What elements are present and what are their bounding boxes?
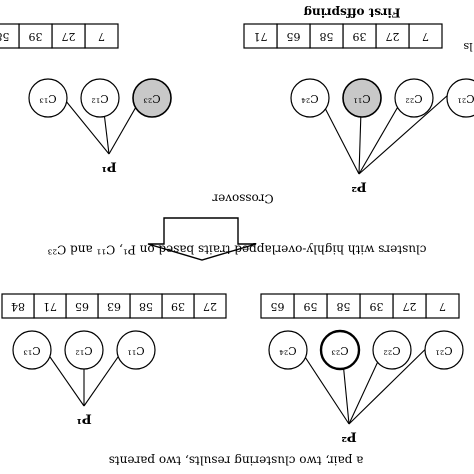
gene-value: 84 [11,300,25,313]
crossover-arrow-shape [147,217,257,261]
caption-middle: clusters with highly-overlapped traits b… [47,243,426,257]
cluster-node [424,330,464,370]
gene-cell [193,293,227,319]
caption-bottom: a pair, two clustering results, two pare… [109,454,364,468]
cluster-node [446,78,474,118]
gene-cell [326,293,361,319]
cluster-label: C²³ [331,344,348,357]
cluster-label: C²² [383,344,400,357]
cluster-label: C¹³ [23,344,40,357]
cluster-node [132,78,172,118]
gene-value: 65 [287,30,301,43]
crossover-label: Crossover [212,192,274,206]
cluster-label: C²⁴ [279,344,297,357]
gene-cell [161,293,195,319]
cluster-label: C²³ [143,92,160,105]
gene-cell [0,23,20,49]
cluster-label: C¹³ [39,92,56,105]
gene-value: 58 [139,300,153,313]
cluster-node [28,78,68,118]
parent-label: P² [351,179,366,194]
cluster-node [64,330,104,370]
gene-value: 71 [43,300,57,313]
gene-value: 65 [75,300,89,313]
cluster-node [80,78,120,118]
gene-cell [408,23,443,49]
first-offspring-label: First offspring [303,6,400,20]
gene-value: 7 [439,300,446,313]
cluster-node [319,329,361,371]
parent-label: P¹ [101,159,116,174]
cluster-label: C²¹ [457,92,474,105]
gene-value: 59 [304,300,318,313]
gene-cell [1,293,35,319]
gene-value: 58 [320,30,334,43]
gene-value: 7 [422,30,429,43]
gene-cell [260,293,295,319]
gene-cell [243,23,278,49]
gene-cell [97,293,131,319]
cluster-label: C¹² [91,92,108,105]
gene-value: 58 [337,300,351,313]
cluster-label: C¹¹ [127,344,144,357]
cluster-node [12,330,52,370]
gene-value: 39 [171,300,185,313]
gene-cell [309,23,344,49]
cluster-node [394,78,434,118]
cluster-label: C¹¹ [353,92,370,105]
gene-value: 65 [271,300,285,313]
gene-cell [84,23,119,49]
gene-cell [425,293,460,319]
gene-cell [392,293,427,319]
gene-value: 7 [98,30,105,43]
gene-cell [65,293,99,319]
parent-label: P² [341,429,356,444]
cluster-node [342,78,382,118]
crossover-arrow [147,217,257,261]
gene-cell [359,293,394,319]
gene-cell [18,23,53,49]
gene-value: 39 [353,30,367,43]
parent-label: P¹ [76,411,91,426]
gene-value: 27 [62,30,76,43]
gene-value: 27 [403,300,417,313]
cluster-label: C²² [405,92,422,105]
gene-value: 27 [203,300,217,313]
gene-value: 27 [386,30,400,43]
cluster-label: C²¹ [435,344,452,357]
cluster-label: C¹² [75,344,92,357]
cluster-node [372,330,412,370]
gene-value: 39 [370,300,384,313]
gene-value: 71 [254,30,268,43]
gene-cell [51,23,86,49]
gene-value: 58 [0,30,10,43]
cluster-node [268,330,308,370]
gene-value: 39 [29,30,43,43]
cluster-node [290,78,330,118]
cluster-label: C²⁴ [301,92,319,105]
gene-value: 63 [107,300,121,313]
partial-label: ls [463,40,473,53]
cluster-node [116,330,156,370]
